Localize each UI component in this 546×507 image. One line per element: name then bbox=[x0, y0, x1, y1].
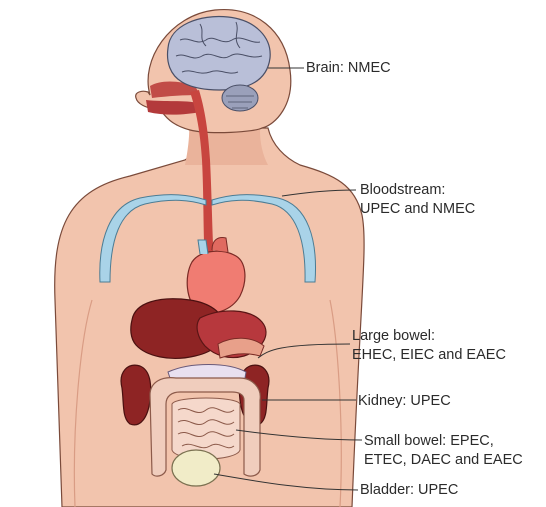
label-bladder-text: Bladder: UPEC bbox=[360, 481, 458, 500]
label-brain-text: Brain: NMEC bbox=[306, 59, 391, 78]
label-large-bowel-line1: Large bowel: bbox=[352, 327, 506, 346]
label-kidney: Kidney: UPEC bbox=[358, 392, 451, 411]
label-bladder: Bladder: UPEC bbox=[360, 481, 458, 500]
label-small-bowel-line1: Small bowel: EPEC, bbox=[364, 432, 523, 451]
kidney-left bbox=[121, 365, 151, 425]
label-kidney-text: Kidney: UPEC bbox=[358, 392, 451, 411]
label-small-bowel: Small bowel: EPEC, ETEC, DAEC and EAEC bbox=[364, 432, 523, 470]
label-large-bowel: Large bowel: EHEC, EIEC and EAEC bbox=[352, 327, 506, 365]
bladder bbox=[172, 450, 220, 486]
label-bloodstream-line1: Bloodstream: bbox=[360, 181, 475, 200]
brain bbox=[168, 17, 271, 90]
label-bloodstream: Bloodstream: UPEC and NMEC bbox=[360, 181, 475, 219]
oral-cavity bbox=[146, 100, 200, 115]
label-bloodstream-line2: UPEC and NMEC bbox=[360, 200, 475, 219]
small-intestine bbox=[172, 398, 240, 459]
label-small-bowel-line2: ETEC, DAEC and EAEC bbox=[364, 451, 523, 470]
cerebellum bbox=[222, 85, 258, 111]
label-large-bowel-line2: EHEC, EIEC and EAEC bbox=[352, 346, 506, 365]
label-brain: Brain: NMEC bbox=[306, 59, 391, 78]
